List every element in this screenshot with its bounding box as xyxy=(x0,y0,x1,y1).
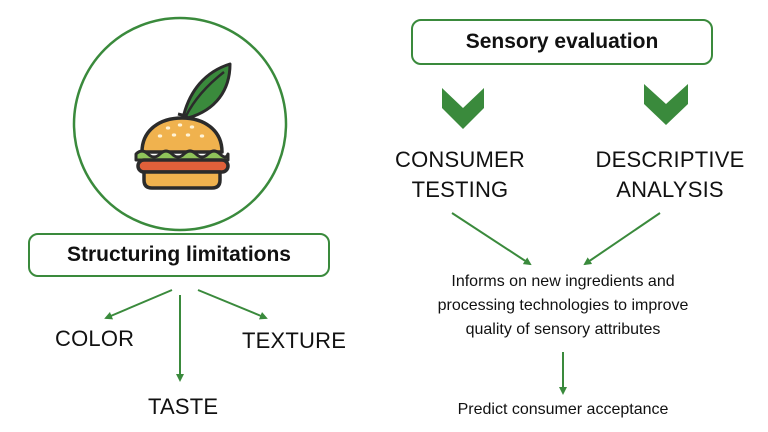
descriptive-analysis-line1: DESCRIPTIVE xyxy=(595,147,745,172)
structuring-limitations-title: Structuring limitations xyxy=(66,243,291,266)
informs-line1: Informs on new ingredients and xyxy=(451,273,675,290)
descriptive-analysis-label: DESCRIPTIVE ANALYSIS xyxy=(590,145,750,205)
arrow-to-color xyxy=(104,289,173,320)
consumer-testing-line1: CONSUMER xyxy=(395,147,525,172)
informs-line2: processing technologies to improve xyxy=(437,297,689,314)
outcome-label: Predict consumer acceptance xyxy=(457,401,669,418)
sensory-evaluation-title: Sensory evaluation xyxy=(465,30,659,53)
attribute-color: COLOR xyxy=(55,326,135,351)
informs-text: Informs on new ingredients and processin… xyxy=(403,270,723,342)
chevron-down-icon xyxy=(442,88,484,129)
chevron-down-icon xyxy=(644,84,688,125)
structuring-limitations-box: Structuring limitations xyxy=(28,233,330,277)
plant-based-burger-icon xyxy=(134,62,232,190)
attribute-texture: TEXTURE xyxy=(242,328,347,353)
sensory-evaluation-box: Sensory evaluation xyxy=(411,19,713,65)
consumer-testing-line2: TESTING xyxy=(411,177,509,202)
attribute-taste: TASTE xyxy=(148,394,219,419)
icon-circle xyxy=(72,16,288,232)
informs-line3: quality of sensory attributes xyxy=(465,321,661,338)
consumer-testing-label: CONSUMER TESTING xyxy=(380,145,540,205)
arrow-descriptive-to-informs xyxy=(583,212,661,266)
arrow-consumer-to-informs xyxy=(451,212,532,266)
descriptive-analysis-line2: ANALYSIS xyxy=(616,177,724,202)
arrow-to-texture xyxy=(197,289,268,320)
